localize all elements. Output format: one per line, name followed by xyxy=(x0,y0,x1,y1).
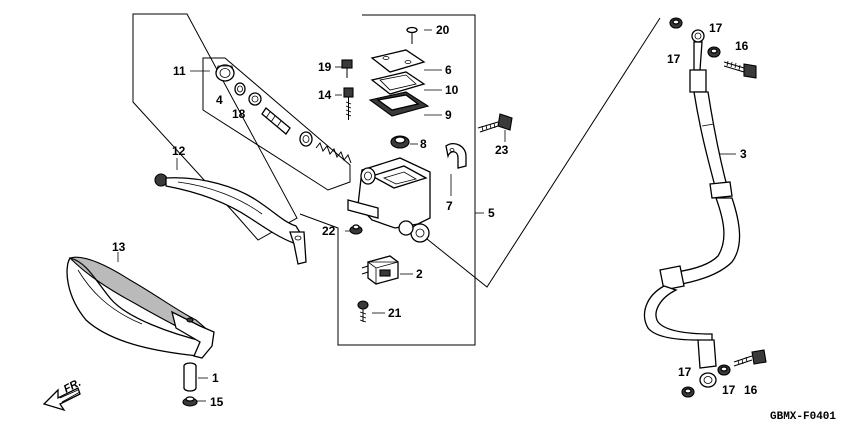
group-frame-master-cylinder xyxy=(299,14,476,346)
label-part-12: 12 xyxy=(172,144,186,158)
label-part-2: 2 xyxy=(416,267,423,281)
diagram-code: GBMX-F0401 xyxy=(770,411,836,423)
label-part-17-top-right: 17 xyxy=(709,21,723,35)
banjo-bolt-upper xyxy=(723,60,757,79)
label-part-16-bottom: 16 xyxy=(744,383,758,397)
plate-part-10 xyxy=(370,71,426,95)
front-direction-arrow-icon xyxy=(42,387,81,412)
diaphragm-part-9 xyxy=(368,91,430,117)
label-part-5: 5 xyxy=(488,206,495,220)
spring-part xyxy=(315,142,352,164)
label-part-13: 13 xyxy=(112,240,126,254)
label-part-7: 7 xyxy=(446,199,453,213)
label-part-21: 21 xyxy=(388,306,402,320)
cup-part xyxy=(299,131,313,147)
label-part-3: 3 xyxy=(740,147,747,161)
group-frame-piston-assembly xyxy=(132,13,298,241)
piston-part xyxy=(261,107,291,135)
screw-part-20 xyxy=(406,26,418,44)
knuckle-guard-part-13 xyxy=(66,256,215,359)
part-labels: 20 19 11 6 10 4 14 18 9 8 23 12 7 5 22 1… xyxy=(112,21,758,409)
cap-part-15 xyxy=(182,396,198,407)
label-part-10: 10 xyxy=(445,83,459,97)
cap-part-6 xyxy=(370,49,426,73)
circlip-part-18 xyxy=(234,82,246,96)
bolt-part-23 xyxy=(477,113,513,133)
label-part-6: 6 xyxy=(445,63,452,77)
label-part-23: 23 xyxy=(495,143,509,157)
switch-part-2 xyxy=(361,255,399,285)
brake-lever-part-12 xyxy=(154,173,307,265)
banjo-bolt-lower xyxy=(733,349,767,367)
label-part-22: 22 xyxy=(322,224,336,238)
label-part-8: 8 xyxy=(420,137,427,151)
screw-part-22 xyxy=(349,224,363,235)
label-part-17-bottom-left: 17 xyxy=(678,365,692,379)
leader-lines xyxy=(117,29,736,402)
label-part-16-top: 16 xyxy=(735,39,749,53)
cap-part-8 xyxy=(390,135,410,149)
label-part-4: 4 xyxy=(216,93,223,107)
label-part-11: 11 xyxy=(173,64,186,78)
boot-part-4 xyxy=(215,64,235,82)
label-part-1: 1 xyxy=(212,371,219,385)
washer-part xyxy=(248,92,262,106)
master-cylinder-body xyxy=(347,157,431,243)
group-frame-inner-piston-kit xyxy=(202,57,351,191)
bolt-part-19 xyxy=(341,59,353,78)
collar-part-1 xyxy=(183,362,197,392)
holder-part-7 xyxy=(445,142,467,169)
leader-hose-assembly xyxy=(426,17,661,288)
label-part-19: 19 xyxy=(318,60,332,74)
brake-hose-part-3 xyxy=(643,17,767,398)
bolt-part-14 xyxy=(343,87,354,120)
label-part-15: 15 xyxy=(210,395,224,409)
label-part-14: 14 xyxy=(318,88,332,102)
label-part-20: 20 xyxy=(436,23,450,37)
label-part-9: 9 xyxy=(445,108,452,122)
label-part-17-bottom-right: 17 xyxy=(722,383,736,397)
screw-part-21 xyxy=(357,300,369,323)
label-part-17-top-left: 17 xyxy=(667,52,681,66)
label-part-18: 18 xyxy=(232,107,246,121)
